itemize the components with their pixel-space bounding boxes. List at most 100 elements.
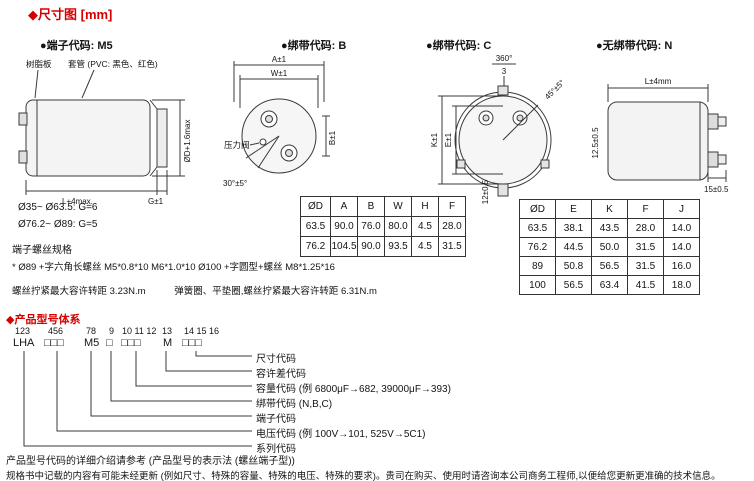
fraction-numerator: 360°: [496, 54, 513, 63]
table-cell: 90.0: [357, 236, 385, 257]
table-row: 76.2 104.5 90.0 93.5 4.5 31.5: [300, 236, 466, 257]
model-positions-g6: 13: [162, 326, 173, 336]
col-header-e: E: [555, 199, 592, 219]
model-code-voltage: □□□: [44, 337, 64, 349]
table-cell: 63.4: [591, 275, 628, 295]
model-code-terminal: M5: [84, 337, 100, 349]
table-cell: 14.0: [663, 237, 700, 257]
col-header-h: H: [411, 196, 439, 217]
capacitor-body-drawing: [607, 101, 727, 181]
col-header-f: F: [627, 199, 664, 219]
pressure-valve-label: 压力阀: [224, 140, 250, 150]
capacitor-top-view: [241, 98, 317, 174]
model-label-terminal-code: 端子代码: [256, 414, 296, 425]
col-header-k: K: [591, 199, 628, 219]
dim-bottom-label: 15±0.5: [704, 185, 729, 194]
col-header-a: A: [330, 196, 358, 217]
table-cell: 14.0: [663, 218, 700, 238]
table-row: 63.5 90.0 76.0 80.0 4.5 28.0: [300, 216, 466, 237]
table-row: 76.2 44.5 50.0 31.5 14.0: [519, 237, 700, 257]
table-cell: 50.0: [591, 237, 628, 257]
table-cell: 43.5: [591, 218, 628, 238]
table-cell: 28.0: [627, 218, 664, 238]
dim-terminal-height-label: 12.5±0.5: [591, 127, 600, 159]
dimension-lines: [25, 99, 185, 195]
col-header-f: F: [438, 196, 466, 217]
table-cell: 104.5: [330, 236, 358, 257]
table-cell: 31.5: [438, 236, 466, 257]
torque-note-2: 弹簧圈、平垫圈,螺丝拧紧最大容许转距 6.31N.m: [174, 286, 377, 297]
col-header-od: ØD: [519, 199, 556, 219]
capacitor-body-drawing: [18, 99, 168, 177]
col-header-b: B: [357, 196, 385, 217]
pressure-valve-mark: [259, 138, 267, 146]
model-code-size: □□□: [182, 337, 202, 349]
resin-board-label: 树脂板: [26, 59, 52, 69]
table-cell: 56.5: [555, 275, 592, 295]
dimension-lines: [233, 61, 330, 157]
dimension-lines: [438, 95, 503, 185]
dim-clamp-label: 12±0.5: [481, 179, 490, 204]
screw-spec-title: 端子螺丝规格: [12, 245, 72, 256]
table-row: 100 56.5 63.4 41.5 18.0: [519, 275, 700, 295]
table-cell: 76.2: [519, 237, 556, 257]
model-label-tolerance-code: 容许差代码: [256, 369, 306, 380]
table-cell: 18.0: [663, 275, 700, 295]
dim-length-label: L±4mm: [645, 77, 672, 86]
dimension-table-b-type: ØD A B W H F 63.5 90.0 76.0 80.0 4.5 28.…: [300, 196, 466, 257]
table-cell: 50.8: [555, 256, 592, 276]
model-reference-note: 产品型号代码的详细介绍请参考 (产品型号的表示法 (螺丝端子型)): [6, 456, 295, 467]
dim-g-label: G±1: [148, 197, 164, 206]
model-label-voltage-code: 电压代码 (例 100V→101, 525V→5C1): [256, 429, 426, 440]
sleeve-label: 套管 (PVC: 黑色、红色): [68, 59, 158, 69]
section-header-band-b: ●绑带代码: B: [281, 40, 347, 52]
table-cell: 90.0: [330, 216, 358, 237]
table-cell: 4.5: [411, 236, 439, 257]
page-title: ◆尺寸图 [mm]: [28, 7, 113, 22]
clamp-ring-drawing: [454, 85, 552, 197]
table-row: 63.5 38.1 43.5 28.0 14.0: [519, 218, 700, 238]
col-header-j: J: [663, 199, 700, 219]
leader-lines: [34, 69, 95, 99]
model-label-capacity-code: 容量代码 (例 6800μF→682, 39000μF→393): [256, 384, 451, 395]
dim-angle-right-label: 45°±5°: [543, 78, 566, 101]
table-cell: 76.2: [300, 236, 331, 257]
table-header-row: ØD E K F J: [519, 199, 700, 219]
model-label-size-code: 尺寸代码: [256, 354, 296, 365]
table-cell: 80.0: [384, 216, 412, 237]
torque-note: 螺丝拧紧最大容许转距 3.23N.m 弹簧圈、平垫圈,螺丝拧紧最大容许转距 6.…: [12, 283, 377, 297]
table-cell: 44.5: [555, 237, 592, 257]
table-cell: 63.5: [519, 218, 556, 238]
table-cell: 4.5: [411, 216, 439, 237]
table-cell: 63.5: [300, 216, 331, 237]
model-section-title: ◆产品型号体系: [6, 314, 81, 326]
model-code-connector-lines: [23, 351, 252, 447]
model-positions-g1: 123: [15, 326, 31, 336]
section-header-terminal-m5: ●端子代码: M5: [40, 40, 113, 52]
footer-disclaimer: 规格书中记载的内容有可能未经更新 (例如尺寸、特殊的容量、特殊的电压、特殊的要求…: [6, 471, 721, 481]
model-positions-g2: 456: [48, 326, 64, 336]
table-cell: 41.5: [627, 275, 664, 295]
dim-b-label: B±1: [328, 130, 337, 145]
table-cell: 56.5: [591, 256, 628, 276]
table-cell: 38.1: [555, 218, 592, 238]
dim-length-label: L+4max.: [62, 197, 93, 206]
band-c-diagram: 360° 3 45°±5° K±1 E±1: [430, 54, 566, 204]
col-header-w: W: [384, 196, 412, 217]
dim-diameter-label: ØD+1.6max: [183, 120, 192, 163]
dimension-table-c-type: ØD E K F J 63.5 38.1 43.5 28.0 14.0 76.2…: [519, 199, 700, 295]
table-cell: 31.5: [627, 256, 664, 276]
model-positions-g3: 78: [86, 326, 97, 336]
table-cell: 76.0: [357, 216, 385, 237]
model-positions-g5: 10 11 12: [122, 326, 157, 336]
table-header-row: ØD A B W H F: [300, 196, 466, 217]
fraction-denominator: 3: [502, 67, 507, 76]
angle-fraction: 360° 3: [492, 54, 516, 86]
table-cell: 89: [519, 256, 556, 276]
model-code-band: □: [106, 337, 113, 349]
dim-w-label: W±1: [271, 69, 288, 78]
table-row: 89 50.8 56.5 31.5 16.0: [519, 256, 700, 276]
col-header-od: ØD: [300, 196, 331, 217]
model-code-tolerance: M: [163, 337, 173, 349]
